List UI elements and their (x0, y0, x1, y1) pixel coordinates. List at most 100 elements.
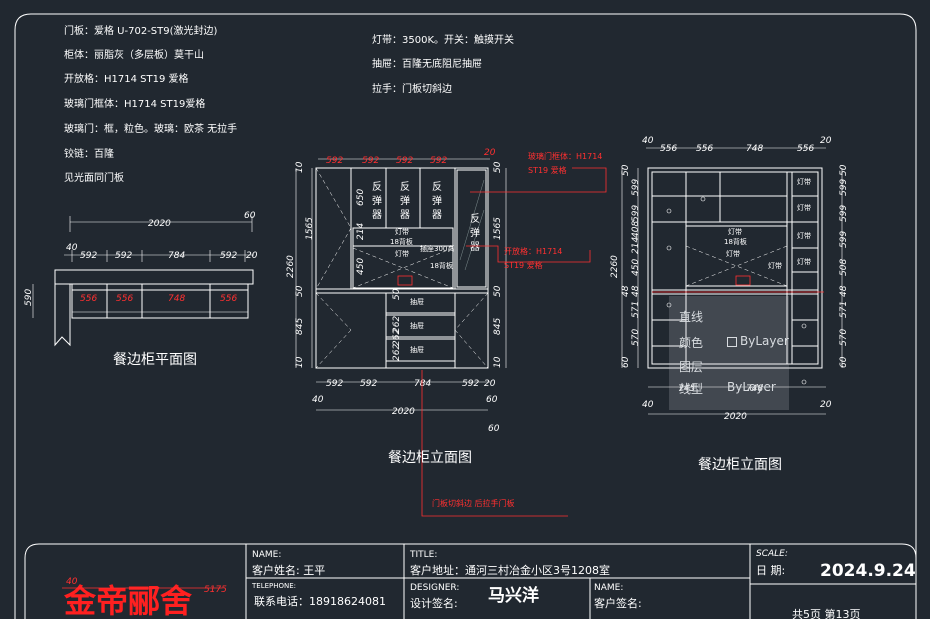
dim-text: 599 (631, 205, 641, 222)
tel-label: TELEPHONE: (251, 582, 296, 590)
elevation-1[interactable]: 592 592 592 592 20 10 1565 2260 50 845 1… (286, 148, 607, 517)
lamp-label: 灯带 (395, 227, 409, 236)
plan-view[interactable]: 2020 60 40 592 592 784 592 20 556 556 74… (24, 211, 258, 368)
lamp-label: 灯带 (797, 257, 811, 266)
lamp-label: 灯带 (768, 261, 782, 270)
scale-label: SCALE: (756, 549, 788, 559)
glass-note: ST19 爱格 (528, 165, 567, 175)
dim-text: 592 (360, 379, 377, 389)
designer-label: DESIGNER: (410, 583, 459, 593)
client-name: 客户姓名: 王平 (252, 563, 325, 577)
dim-text: 2020 (392, 407, 415, 417)
dim-text: 214 (356, 223, 366, 240)
dim-text: 845 (295, 318, 305, 335)
elevation2-caption: 餐边柜立面图 (698, 457, 782, 473)
dim-text: 599 (839, 179, 849, 196)
shelf-label: 18背板 (724, 237, 747, 246)
lamp-label: 灯带 (797, 231, 811, 240)
door-label: 弹 (470, 226, 480, 239)
dim-text: 556 (116, 294, 133, 304)
dim-text: 592 (115, 251, 132, 261)
color-swatch-icon (727, 336, 737, 347)
lamp-label: 灯带 (395, 249, 409, 258)
dim-text: 40 (66, 243, 78, 253)
name-label: NAME: (252, 550, 281, 560)
dim-text: 2020 (148, 219, 171, 229)
door-label: 器 (400, 209, 410, 221)
dim-text: 592 (80, 251, 97, 261)
dim-text: 60 (621, 356, 631, 368)
sheet-border (14, 13, 917, 619)
dim-text: 556 (80, 294, 97, 304)
dim-text: 2020 (724, 412, 747, 422)
dim-text: 262 (392, 344, 402, 361)
lamp-label: 灯带 (797, 177, 811, 186)
dim-text: 50 (493, 285, 503, 297)
dim-text: 10 (493, 356, 503, 368)
dim-text: 599 (839, 205, 849, 222)
dim-text: 20 (484, 148, 496, 158)
dim-text: 748 (168, 294, 185, 304)
lamp-label: 灯带 (726, 249, 740, 258)
dim-text: 570 (839, 329, 849, 346)
door-label: 弹 (432, 194, 442, 207)
door-label: 弹 (372, 194, 382, 207)
elevation-2[interactable]: 40 556 556 748 556 20 50 599 599 408 214… (610, 136, 849, 473)
note-line: 抽屉：百隆无底阻尼抽屉 (372, 57, 482, 70)
tooltip-type: 直线 (679, 310, 704, 324)
dim-text: 60 (244, 211, 256, 221)
dim-text: 599 (839, 231, 849, 248)
dim-text: 592 (430, 156, 447, 166)
dim-text: 10 (295, 356, 305, 368)
dim-text: 450 (356, 258, 366, 275)
dim-text: 748 (746, 384, 763, 394)
property-tooltip: 直线 颜色 ByLayer 图层 线型 ByLayer (669, 296, 789, 410)
dim-text: 40 (66, 577, 78, 587)
dim-text: 592 (326, 156, 343, 166)
dim-text: 60 (839, 356, 849, 368)
dim-text: 50 (493, 161, 503, 173)
dim-text: 450 (631, 259, 641, 276)
note-line: 拉手：门板切斜边 (372, 82, 452, 95)
note-line: 见光面同门板 (64, 171, 124, 184)
dim-text: 745 (678, 384, 695, 394)
note-line: 灯带：3500K。开关：触摸开关 (372, 33, 514, 46)
note-line: 开放格：H1714 ST19 爱格 (64, 72, 189, 85)
tooltip-layer-label: 图层 (679, 360, 704, 374)
dim-text: 262 (392, 329, 402, 346)
dim-text: 408 (631, 221, 641, 238)
company-logo: 金帝郦舍 (63, 582, 192, 619)
dim-text: 262 (392, 316, 402, 333)
title-label: TITLE: (409, 550, 437, 560)
lamp-label: 灯带 (797, 203, 811, 212)
date-value: 2024.9.24 (820, 561, 916, 581)
handle-note: 门板切斜边 后拉手门板 (432, 498, 515, 508)
door-label: 器 (372, 209, 382, 221)
dim-text: 556 (660, 144, 677, 154)
dim-text: 592 (396, 156, 413, 166)
client-address: 客户地址：通河三村冶金小区3号1208室 (410, 563, 610, 577)
dim-text: 20 (484, 379, 496, 389)
dim-text: 48 (631, 285, 641, 297)
dim-text: 571 (839, 301, 849, 318)
door-label: 器 (432, 209, 442, 221)
dim-text: 20 (820, 136, 832, 146)
dim-text: 48 (839, 285, 849, 297)
dim-text: 650 (356, 189, 366, 206)
drawer-label: 抽屉 (410, 321, 424, 330)
dim-text: 20 (820, 400, 832, 410)
client-tel: 联系电话：18918624081 (254, 595, 386, 608)
dim-text: 20 (246, 251, 258, 261)
dim-text: 1565 (305, 217, 315, 240)
material-notes: 门板：爱格 U-702-ST9(激光封边) 柜体：丽脂灰（多层板）莫干山 开放格… (64, 24, 514, 184)
open-note: ST19 爱格 (504, 260, 543, 270)
note-line: 玻璃门：框，粒色。玻璃：欧茶 无拉手 (64, 122, 237, 135)
door-label: 反 (372, 181, 382, 193)
dim-text: 48 (621, 285, 631, 297)
plan-caption: 餐边柜平面图 (113, 352, 197, 368)
dim-text: 592 (462, 379, 479, 389)
elevation1-caption: 餐边柜立面图 (388, 450, 472, 466)
date-label: 日 期: (756, 564, 785, 577)
page-count: 共5页 第13页 (792, 607, 861, 619)
